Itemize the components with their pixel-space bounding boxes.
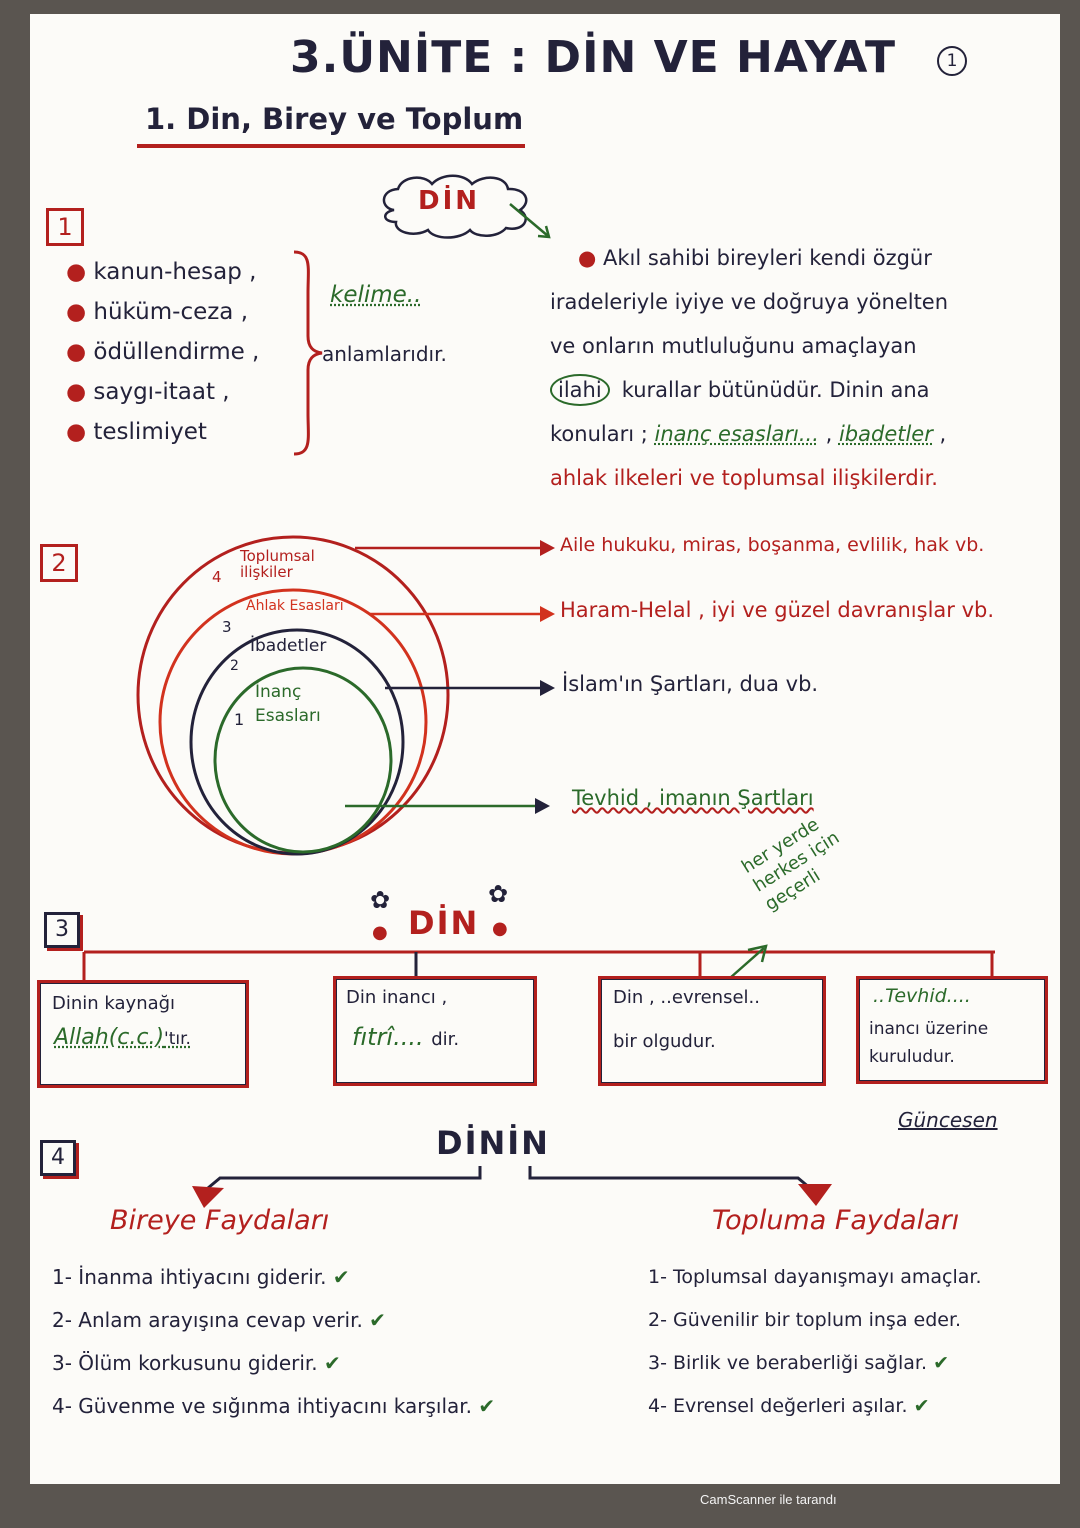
arrow-head-4 <box>535 798 550 814</box>
section-3-number: 3 <box>44 912 80 948</box>
circle-number-3: 3 <box>222 618 232 636</box>
box-tevhid: ..Tevhid.... inancı üzerine kuruludur. <box>856 976 1048 1084</box>
brace-text: anlamlarıdır. <box>322 342 447 366</box>
section-4-number: 4 <box>40 1140 76 1176</box>
section-1-number: 1 <box>46 208 84 246</box>
flower-icon: ✿ <box>488 880 509 908</box>
def-line: ahlak ilkeleri ve toplumsal ilişkilerdir… <box>550 466 938 490</box>
arrow-head-2 <box>540 606 555 622</box>
list-item: 3- Birlik ve beraberliği sağlar. ✔ <box>648 1352 949 1374</box>
list-item: ● hüküm-ceza , <box>66 299 249 325</box>
box-inanc: Din inancı , fıtrî.... dir. <box>333 976 537 1086</box>
footer-scan-label: CamScanner ile tarandı <box>700 1492 837 1507</box>
section-subtitle: 1. Din, Birey ve Toplum <box>145 102 524 136</box>
arrow-text-toplumsal: Aile hukuku, miras, boşanma, evlilik, ha… <box>560 534 985 556</box>
box-fill: Allah(c.c.)'tır. <box>54 1025 191 1050</box>
cloud-shape <box>382 174 528 239</box>
list-item: ● ödüllendirme , <box>66 339 260 365</box>
list-item: 1- İnanma ihtiyacını giderir. ✔ <box>52 1265 350 1289</box>
religion-circles-diagram <box>136 535 555 856</box>
signature: Güncesen <box>898 1108 998 1132</box>
arrow-text-ahlak: Haram-Helal , iyi ve güzel davranışlar v… <box>560 598 995 622</box>
def-line: ve onların mutluluğunu amaçlayan <box>550 334 917 358</box>
circle-label-ahlak: Ahlak Esasları <box>246 598 344 614</box>
box-text: inancı üzerine <box>869 1019 989 1039</box>
cloud-arrow <box>509 203 549 237</box>
cloud-label: DİN <box>418 186 481 216</box>
arrow-head-1 <box>540 540 555 556</box>
din-title-s3: DİN <box>408 904 480 942</box>
box-kaynak: Dinin kaynağı Allah(c.c.)'tır. <box>37 980 249 1088</box>
circle-number-1: 1 <box>234 710 245 729</box>
box-text: Dinin kaynağı <box>52 993 176 1014</box>
din-definition: ● Akıl sahibi bireyleri kendi özgür irad… <box>550 236 948 500</box>
circle-label-inanc: İnanç Esasları <box>255 682 321 726</box>
circle-number-4: 4 <box>212 568 222 586</box>
flower-icon: ✿ <box>370 886 391 914</box>
word-meanings-list: ● kanun-hesap , ● hüküm-ceza , ● ödüllen… <box>66 252 259 452</box>
din-cloud <box>382 174 551 239</box>
list-item: ● kanun-hesap , <box>66 259 257 285</box>
bireye-faydalari-title: Bireye Faydaları <box>110 1205 330 1236</box>
box-text: bir olgudur. <box>613 1031 716 1052</box>
section-2-number: 2 <box>40 544 78 582</box>
list-item: ● saygı-itaat , <box>66 379 230 405</box>
box-text: kuruludur. <box>869 1047 955 1067</box>
dot-icon: ● <box>372 922 388 943</box>
list-item: 2- Güvenilir bir toplum inşa eder. <box>648 1309 962 1331</box>
dinin-title: DİNİN <box>436 1124 550 1162</box>
box-fill: fıtrî.... dir. <box>352 1023 460 1051</box>
curly-brace <box>293 250 323 456</box>
paper-page <box>30 14 1060 1484</box>
s3-tree-lines <box>82 944 995 982</box>
list-item: 3- Ölüm korkusunu giderir. ✔ <box>52 1351 341 1375</box>
list-item: ● teslimiyet <box>66 419 207 445</box>
list-item: 1- Toplumsal dayanışmayı amaçlar. <box>648 1266 982 1288</box>
brace-word: kelime.. <box>330 282 422 308</box>
subtitle-underline <box>137 144 525 148</box>
def-line: iradeleriyle iyiye ve doğruya yönelten <box>550 290 949 314</box>
list-item: 4- Güvenme ve sığınma ihtiyacını karşıla… <box>52 1394 496 1418</box>
box-evrensel: Din , ..evrensel.. bir olgudur. <box>598 976 826 1086</box>
def-line: ● Akıl sahibi bireyleri kendi özgür <box>578 246 932 270</box>
circle-inanc <box>213 666 393 854</box>
ilahi-circled: ilahi <box>550 374 610 406</box>
box-fill: ..Tevhid.... <box>873 985 971 1007</box>
bireye-list: 1- İnanma ihtiyacını giderir. ✔ 2- Anlam… <box>52 1256 495 1428</box>
def-line: konuları ; inanç esasları... , ibadetler… <box>550 422 947 446</box>
circle-label-toplumsal: Toplumsal ilişkiler <box>240 547 315 581</box>
page-title: 3.ÜNİTE : DİN VE HAYAT <box>290 32 896 83</box>
topluma-faydalari-title: Topluma Faydaları <box>712 1205 960 1236</box>
circle-ibadetler <box>189 628 405 856</box>
dot-icon: ● <box>492 918 508 939</box>
arrow-text-inanc: Tevhid , imanın Şartları <box>572 786 814 810</box>
box-text: Din , ..evrensel.. <box>613 987 760 1008</box>
box-text: Din inancı , <box>346 987 448 1008</box>
topluma-list: 1- Toplumsal dayanışmayı amaçlar. 2- Güv… <box>648 1256 982 1428</box>
arrow-text-ibadetler: İslam'ın Şartları, dua vb. <box>562 672 819 696</box>
circle-label-ibadetler: İbadetler <box>250 636 327 656</box>
list-item: 2- Anlam arayışına cevap verir. ✔ <box>52 1308 386 1332</box>
circle-number-2: 2 <box>230 658 239 674</box>
list-item: 4- Evrensel değerleri aşılar. ✔ <box>648 1395 930 1417</box>
page-number: 1 <box>937 46 967 76</box>
cloud-arrow-head <box>537 225 551 239</box>
s4-split-arrows <box>192 1166 832 1208</box>
arrow-head-3 <box>540 680 555 696</box>
